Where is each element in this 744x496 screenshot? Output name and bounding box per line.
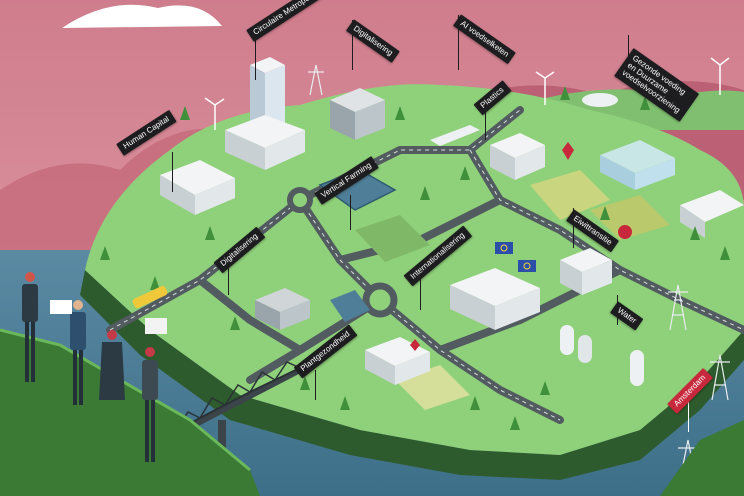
pole-plastics: [485, 95, 486, 140]
plant-marker-icon: [410, 339, 420, 351]
pole-amsterdam: [688, 392, 689, 432]
building-eiwittransitie: [560, 248, 612, 295]
pole-circulaire-metropool: [255, 40, 256, 80]
boat-icon: [430, 125, 480, 146]
pole-digitalisering-left: [228, 255, 229, 295]
building-internationalisering: [450, 268, 540, 330]
water-tanks-icon: [560, 325, 644, 386]
pole-plantgezondheid: [315, 370, 316, 400]
tomato-icon: [618, 225, 632, 239]
helipad-icon: [582, 93, 618, 107]
foreground-bank-right: [660, 420, 744, 496]
pole-digitalisering-top: [352, 20, 353, 70]
roundabout-center: [362, 282, 398, 318]
greenhouse-icon: [600, 140, 744, 238]
building-digitalisering-top: [330, 88, 385, 140]
pole-internationalisering: [420, 270, 421, 310]
train-icon: [132, 285, 168, 309]
roundabout-north: [287, 187, 313, 213]
pond-center: [330, 290, 370, 322]
buildings: [160, 57, 744, 386]
foreground-cliff: [0, 330, 260, 496]
wind-turbine-icon: [204, 57, 730, 130]
pole-eiwittransitie: [573, 208, 574, 248]
tree-icon: [100, 86, 730, 430]
pole-ai-voedselketen: [458, 15, 459, 70]
cloud-icon: [62, 4, 222, 28]
building-digitalisering-left: [255, 288, 310, 330]
building-human-capital: [160, 160, 235, 215]
flag-icon: [495, 242, 536, 272]
pole-human-capital: [172, 152, 173, 192]
building-circulaire-metropool: [225, 57, 305, 170]
crop-fields: [355, 170, 670, 410]
people-group-icon: [22, 272, 167, 462]
building-plastics: [490, 133, 545, 180]
pole-vertical-farming: [350, 195, 351, 230]
strawberry-icon: [562, 142, 574, 160]
